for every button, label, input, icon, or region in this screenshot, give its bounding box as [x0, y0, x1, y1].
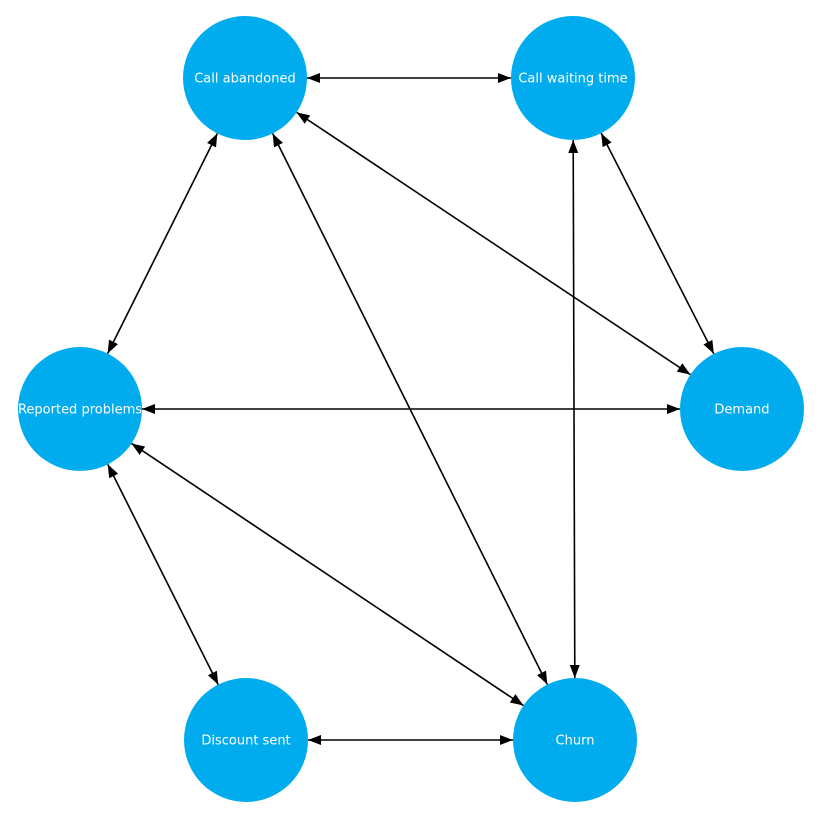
arrowhead-to-call-abandoned [207, 133, 218, 148]
edge-reported-problems--discount-sent [107, 464, 219, 685]
arrowhead-to-reported-problems [131, 443, 146, 455]
node-circle-call-waiting-time [511, 16, 635, 140]
arrowhead-to-call-waiting-time [498, 73, 511, 83]
node-reported-problems: Reported problems [18, 347, 142, 471]
node-discount-sent: Discount sent [184, 678, 308, 802]
node-circle-churn [513, 678, 637, 802]
arrowhead-to-demand [676, 363, 691, 375]
arrowhead-to-call-abandoned [296, 112, 311, 124]
edge-call-abandoned--demand [296, 111, 691, 376]
node-circle-call-abandoned [183, 16, 307, 140]
edge-line [131, 442, 524, 707]
node-churn: Churn [513, 678, 637, 802]
edge-call-abandoned--call-waiting-time [307, 73, 511, 83]
node-call-abandoned: Call abandoned [183, 16, 307, 140]
arrowhead-to-call-abandoned [307, 73, 320, 83]
arrowhead-to-call-waiting-time [568, 139, 579, 154]
edge-line [600, 132, 715, 355]
arrowhead-to-churn [537, 670, 548, 685]
edge-reported-problems--demand [142, 404, 680, 414]
node-circle-demand [680, 347, 804, 471]
arrowhead-to-churn [500, 735, 513, 745]
node-circle-discount-sent [184, 678, 308, 802]
edge-line [296, 111, 691, 376]
node-call-waiting-time: Call waiting time [511, 16, 635, 140]
arrowhead-to-churn [569, 664, 580, 679]
nodes-layer: Call abandoned Call waiting timeReported … [18, 16, 804, 802]
edge-discount-sent--churn [308, 735, 513, 745]
arrowhead-to-demand [703, 339, 714, 354]
edge-reported-problems--churn [131, 442, 524, 707]
node-circle-reported-problems [18, 347, 142, 471]
node-demand: Demand [680, 347, 804, 471]
arrowhead-to-reported-problems [107, 464, 119, 479]
arrowhead-to-demand [667, 404, 680, 414]
edge-line [106, 133, 219, 354]
edge-call-waiting-time--demand [600, 132, 715, 355]
edge-line [107, 464, 219, 685]
arrowhead-to-call-waiting-time [601, 133, 612, 148]
arrowhead-to-discount-sent [207, 670, 219, 685]
arrowhead-to-reported-problems [107, 339, 118, 354]
arrowhead-to-churn [509, 694, 524, 706]
edge-call-abandoned--reported-problems [106, 133, 219, 354]
arrowhead-to-call-abandoned [272, 133, 283, 148]
edges-layer [106, 73, 715, 745]
arrowhead-to-discount-sent [308, 735, 321, 745]
arrowhead-to-reported-problems [142, 404, 155, 414]
